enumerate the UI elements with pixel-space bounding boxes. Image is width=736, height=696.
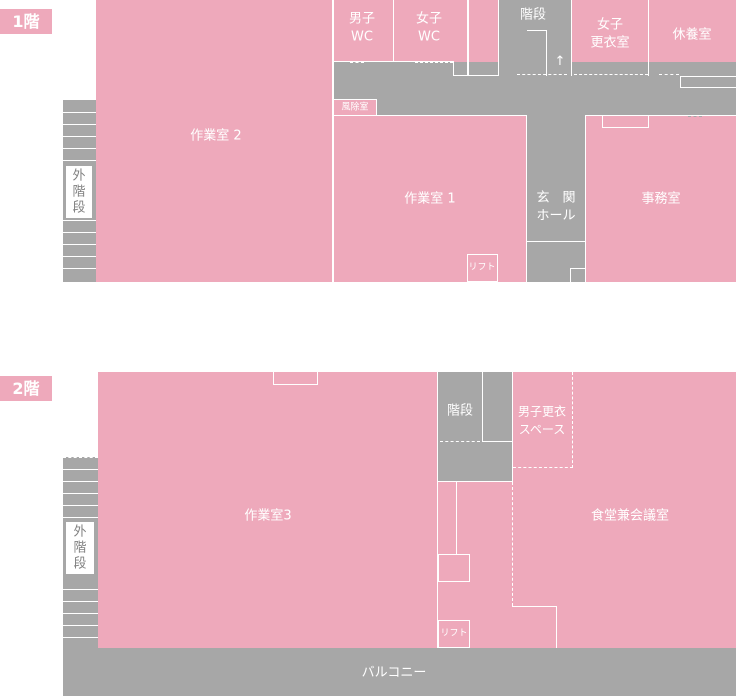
- floor2-cafeteria-label: 食堂兼会議室: [590, 508, 670, 524]
- floor1-entrance-hall: [527, 116, 586, 282]
- floor1-womens-changing-label-1: 女子: [596, 17, 624, 33]
- floor2-lift-label: リフト: [440, 628, 468, 639]
- floor2-external-stairs-label-bg: [66, 522, 94, 574]
- floor1-entrance-label-2: ホール: [536, 208, 576, 224]
- floor1-stair-arrow-icon: ↑: [554, 54, 566, 69]
- floor2-mens-changing-label-1: 男子更衣: [517, 404, 567, 419]
- floor2-lift: [438, 620, 470, 648]
- floor1-external-stairs-label-3: 段: [72, 200, 86, 216]
- floor1-external-stairs-label-bg: [66, 166, 92, 218]
- floor1-mens-wc-label-2: WC: [351, 29, 373, 45]
- floor1-lift-label: リフト: [468, 262, 496, 273]
- floor2-workroom3-label: 作業室3: [244, 508, 292, 524]
- floor2-external-stairs-label-2: 階: [73, 540, 87, 556]
- floor2-stairs: [438, 372, 512, 481]
- floor1-external-stairs-label-2: 階: [72, 184, 86, 200]
- floor1-stairs-label: 階段: [519, 7, 547, 23]
- floor1-corridor-notch: [680, 76, 736, 88]
- floor1-stairs: [499, 0, 571, 76]
- floor1-office-notch: [602, 116, 649, 128]
- floor2-external-stairs-label-1: 外: [73, 524, 87, 540]
- floor1-entrance-box: [570, 268, 586, 282]
- floor2-balcony: [63, 648, 736, 696]
- floor2-cafeteria-box: [512, 606, 557, 648]
- floor1-workroom1-label: 作業室 1: [404, 191, 456, 207]
- floor2-external-stairs-label-3: 段: [73, 556, 87, 572]
- floor2-balcony-label: バルコニー: [361, 665, 427, 681]
- floor1-womens-changing-label-2: 更衣室: [590, 35, 630, 51]
- floor1-break-room-label: 休養室: [672, 27, 712, 43]
- floor1-lift: [467, 254, 498, 282]
- floor2-workroom3-notch: [273, 372, 318, 385]
- floor1-mens-wc-label-1: 男子: [348, 11, 376, 27]
- floor1-workroom2-label: 作業室 2: [190, 128, 242, 144]
- floor2-small-room: [438, 554, 470, 582]
- floor2-tag: 2階: [0, 376, 52, 401]
- floor1-womens-wc-label-1: 女子: [415, 11, 443, 27]
- floor1-windbreak-label: 風除室: [341, 102, 369, 113]
- floor1-womens-wc-label-2: WC: [418, 29, 440, 45]
- floor2-stairs-label: 階段: [446, 403, 474, 419]
- floor1-office-label: 事務室: [641, 191, 681, 207]
- floor2-footprint: [98, 372, 736, 648]
- floor1-external-stairs-label-1: 外: [72, 168, 86, 184]
- floor1-windbreak: [333, 99, 377, 116]
- floor2-mens-changing-label-2: スペース: [518, 422, 566, 437]
- floor1-entrance-label-1: 玄 関: [536, 190, 576, 206]
- floor1-footprint: [96, 0, 736, 282]
- floor1-tag: 1階: [0, 9, 52, 34]
